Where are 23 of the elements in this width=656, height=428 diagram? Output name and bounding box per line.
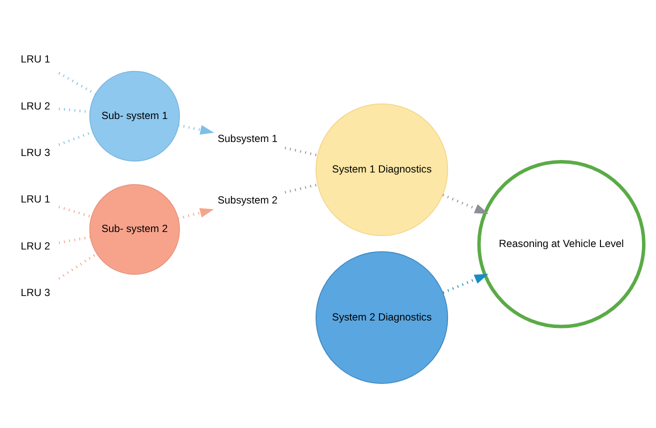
connector [284,183,318,194]
arrow [442,274,488,294]
connector [284,146,318,157]
node-text: Subsystem 1 [218,134,278,146]
arrow [178,124,214,135]
node-circle: System 1 Diagnostics [316,104,448,236]
node-circle: Reasoning at Vehicle Level [477,160,646,328]
connector [58,252,98,280]
connector [58,72,96,96]
node-text: LRU 1 [20,54,50,66]
connector [58,206,92,218]
node-text: LRU 2 [20,101,50,112]
connector [58,236,90,244]
node-circle: Sub- system 1 [89,70,180,162]
node-circle: Sub- system 2 [89,184,180,275]
node-text: LRU 3 [20,288,50,300]
node-circle: System 2 Diagnostics [316,251,448,384]
node-text: LRU 3 [20,148,50,160]
arrow [178,208,214,220]
arrow [442,194,489,214]
node-text: LRU 1 [20,194,50,206]
node-text: Subsystem 2 [218,196,278,207]
node-text: LRU 2 [20,241,50,252]
